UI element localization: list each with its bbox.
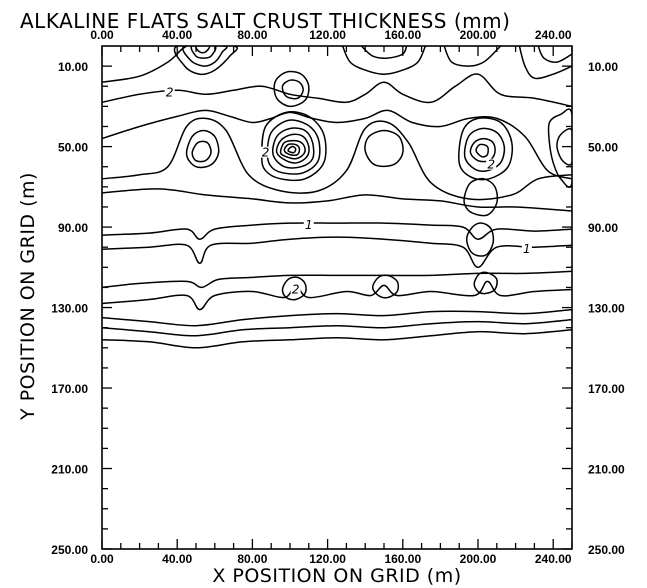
x-top-tick-label-2: 80.00 bbox=[237, 28, 267, 42]
contour-line-33 bbox=[364, 129, 404, 168]
contour-label-5: 1 bbox=[523, 242, 531, 256]
contour-label-6: 2 bbox=[292, 282, 300, 296]
contour-line-7 bbox=[102, 222, 572, 240]
contour-line-39 bbox=[556, 128, 572, 166]
contour-line-9 bbox=[102, 117, 572, 201]
contour-line-8 bbox=[102, 188, 572, 212]
x-bottom-tick-label-6: 240.00 bbox=[535, 552, 572, 566]
x-top-tick-label-5: 200.00 bbox=[460, 28, 497, 42]
contour-label-bg-4 bbox=[303, 219, 314, 231]
contour-line-30 bbox=[279, 139, 306, 160]
x-top-tick-label-0: 0.00 bbox=[90, 28, 114, 42]
contour-line-43 bbox=[371, 274, 400, 299]
y-axis-label: Y POSITION ON GRID (m) bbox=[17, 172, 39, 421]
contour-line-27 bbox=[266, 119, 321, 175]
contour-label-bg-6 bbox=[290, 283, 301, 295]
contour-line-28 bbox=[271, 127, 315, 169]
contour-line-11 bbox=[102, 73, 572, 108]
x-axis-label: X POSITION ON GRID (m) bbox=[212, 565, 461, 587]
contour-line-25 bbox=[191, 140, 212, 163]
contour-line-14 bbox=[360, 46, 408, 59]
y-left-tick-label-4: 170.00 bbox=[51, 382, 88, 396]
y-right-tick-label-1: 50.00 bbox=[588, 141, 618, 155]
chart-title: ALKALINE FLATS SALT CRUST THICKNESS (mm) bbox=[20, 9, 510, 33]
x-bottom-tick-label-3: 120.00 bbox=[309, 552, 346, 566]
contour-line-22 bbox=[273, 70, 310, 108]
contour-line-10 bbox=[102, 109, 572, 180]
contour-line-4 bbox=[102, 280, 572, 311]
contour-label-2: 2 bbox=[262, 146, 270, 160]
axis-ticks bbox=[101, 46, 573, 550]
contour-lines bbox=[102, 46, 572, 349]
y-left-tick-label-6: 250.00 bbox=[51, 543, 88, 557]
contour-label-bg-1 bbox=[164, 86, 175, 98]
y-axis-right-tick-labels: 10.00 50.00 90.00 130.00 170.00 210.00 250.00 bbox=[588, 60, 625, 557]
y-right-tick-label-5: 210.00 bbox=[588, 463, 625, 477]
contour-line-41 bbox=[465, 222, 495, 257]
y-right-tick-label-4: 170.00 bbox=[588, 382, 625, 396]
contour-label-bg-2 bbox=[260, 146, 271, 158]
contour-line-2 bbox=[102, 318, 572, 337]
contour-line-44 bbox=[473, 271, 498, 295]
y-right-tick-label-3: 130.00 bbox=[588, 302, 625, 316]
contour-line-5 bbox=[102, 270, 572, 289]
y-right-tick-label-2: 90.00 bbox=[588, 221, 618, 235]
x-bottom-tick-label-5: 200.00 bbox=[460, 552, 497, 566]
contour-line-21 bbox=[194, 46, 211, 54]
y-right-tick-label-0: 10.00 bbox=[588, 60, 618, 74]
contour-label-bg-3 bbox=[486, 158, 497, 170]
contour-line-18 bbox=[173, 46, 238, 76]
x-axis-bottom-tick-labels: 0.00 40.00 80.00 120.00 160.00 200.00 240.00 bbox=[90, 552, 572, 566]
y-right-tick-label-6: 250.00 bbox=[588, 543, 625, 557]
contour-line-42 bbox=[281, 276, 307, 301]
y-left-tick-label-2: 90.00 bbox=[58, 221, 88, 235]
x-bottom-tick-label-1: 40.00 bbox=[162, 552, 192, 566]
contour-label-3: 2 bbox=[487, 158, 495, 172]
contour-line-20 bbox=[190, 46, 217, 59]
contour-line-19 bbox=[182, 46, 228, 67]
plot-frame bbox=[101, 45, 573, 550]
y-left-tick-label-5: 210.00 bbox=[51, 463, 88, 477]
y-left-tick-label-3: 130.00 bbox=[51, 302, 88, 316]
contour-label-1: 2 bbox=[166, 85, 174, 99]
x-top-tick-label-1: 40.00 bbox=[162, 28, 192, 42]
contour-line-35 bbox=[463, 127, 506, 172]
y-left-tick-label-1: 50.00 bbox=[58, 141, 88, 155]
y-left-tick-label-0: 10.00 bbox=[58, 60, 88, 74]
contour-labels: 2 2 2 1 1 2 bbox=[164, 85, 532, 296]
contour-line-40 bbox=[463, 177, 499, 217]
contour-line-6 bbox=[102, 236, 572, 269]
contour-line-1 bbox=[102, 328, 572, 349]
contour-line-37 bbox=[475, 143, 489, 158]
contour-line-24 bbox=[185, 129, 220, 169]
contour-label-bg-5 bbox=[521, 243, 532, 255]
contour-line-3 bbox=[102, 308, 572, 327]
contour-line-34 bbox=[458, 117, 514, 181]
x-bottom-tick-label-0: 0.00 bbox=[90, 552, 114, 566]
contour-line-13 bbox=[341, 46, 427, 75]
x-bottom-tick-label-2: 80.00 bbox=[237, 552, 267, 566]
x-top-tick-label-4: 160.00 bbox=[384, 28, 421, 42]
contour-line-36 bbox=[469, 137, 496, 163]
x-bottom-tick-label-4: 160.00 bbox=[384, 552, 421, 566]
contour-label-4: 1 bbox=[305, 218, 313, 232]
x-top-tick-label-3: 120.00 bbox=[309, 28, 346, 42]
x-axis-top-tick-labels: 0.00 40.00 80.00 120.00 160.00 200.00 240.00 bbox=[90, 28, 572, 42]
x-top-tick-label-6: 240.00 bbox=[535, 28, 572, 42]
y-axis-left-tick-labels: 10.00 50.00 90.00 130.00 170.00 210.00 250.00 bbox=[51, 60, 88, 557]
contour-line-15 bbox=[443, 46, 502, 67]
plot-area: 2 2 2 1 1 2 bbox=[101, 45, 573, 550]
contour-line-32 bbox=[287, 145, 297, 154]
contour-line-23 bbox=[281, 79, 304, 100]
contour-line-31 bbox=[283, 143, 301, 157]
contour-line-29 bbox=[275, 133, 310, 164]
contour-line-17 bbox=[537, 46, 572, 63]
contour-line-16 bbox=[518, 46, 572, 80]
contour-line-26 bbox=[261, 111, 327, 182]
